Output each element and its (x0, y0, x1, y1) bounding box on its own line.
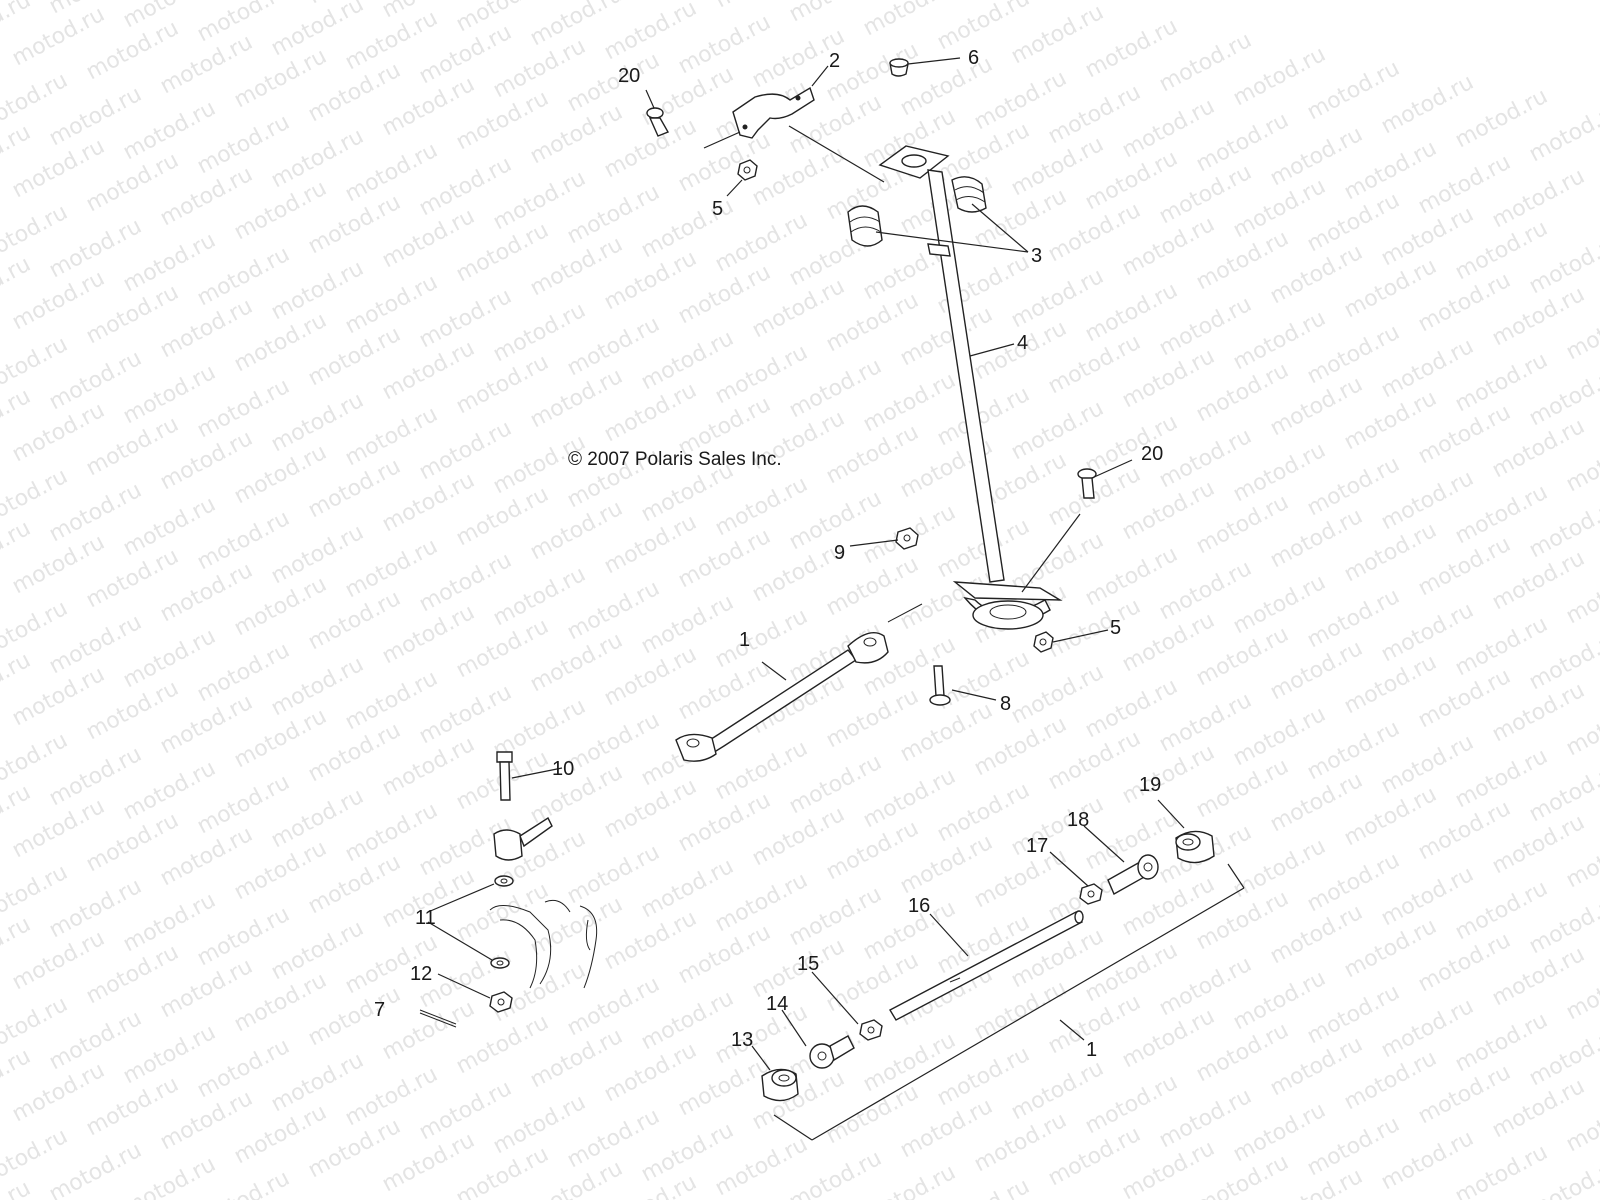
callout-8: 8 (1000, 693, 1011, 715)
callout-13: 13 (731, 1029, 753, 1051)
nut-part-5-right (1033, 631, 1054, 653)
bolt-part-20-right (1077, 468, 1097, 499)
clamp-part-2 (732, 86, 815, 139)
callout-19: 19 (1139, 774, 1161, 796)
stud-part-14 (809, 1035, 855, 1069)
callout-5-right: 5 (1110, 617, 1121, 639)
nut-part-12 (489, 991, 513, 1013)
bushing-part-3-right (951, 176, 987, 213)
callout-5-top: 5 (712, 198, 723, 220)
callout-20-top: 20 (618, 65, 640, 87)
steering-column-part-4 (878, 145, 1063, 630)
bolt-part-8 (929, 665, 951, 706)
callout-7: 7 (374, 999, 385, 1021)
callout-3: 3 (1031, 245, 1042, 267)
callout-4: 4 (1017, 332, 1028, 354)
callout-1-bottom: 1 (1086, 1039, 1097, 1061)
callout-6: 6 (968, 47, 979, 69)
tie-rod-assembly-part-1 (675, 603, 923, 762)
cap-part-6 (889, 58, 909, 77)
rod-part-16 (889, 910, 1084, 1021)
bolt-part-10 (496, 751, 513, 801)
stud-part-18 (1107, 854, 1159, 895)
callout-15: 15 (797, 953, 819, 975)
cotter-pin-part-7 (419, 1009, 457, 1028)
nut-part-17 (1079, 883, 1103, 905)
callout-14: 14 (766, 993, 788, 1015)
callout-labels: 20 2 6 5 3 4 20 9 1 5 8 10 19 18 17 16 1… (374, 47, 1163, 1061)
ball-joint-part-13 (761, 1068, 799, 1102)
callout-18: 18 (1067, 809, 1089, 831)
leader-lines (427, 57, 1245, 1141)
callout-16: 16 (908, 895, 930, 917)
callout-9: 9 (834, 542, 845, 564)
ball-joint-part-19 (1175, 830, 1215, 864)
callout-17: 17 (1026, 835, 1048, 857)
callout-10: 10 (552, 758, 574, 780)
callout-11: 11 (415, 907, 436, 929)
nut-part-5-top (737, 159, 758, 181)
nut-part-15 (859, 1019, 883, 1041)
washer-part-11-upper (494, 875, 514, 887)
callout-2: 2 (829, 50, 840, 72)
copyright-notice: © 2007 Polaris Sales Inc. (568, 449, 782, 470)
nut-part-9 (895, 527, 919, 550)
bushing-part-3-left (847, 205, 883, 247)
callout-20-right: 20 (1141, 443, 1163, 465)
rod-end-lower-left (493, 816, 553, 861)
frame-bracket (489, 899, 598, 989)
callout-12: 12 (410, 963, 432, 985)
callout-1-middle: 1 (739, 629, 750, 651)
washer-part-11-lower (490, 957, 510, 969)
bolt-part-20-top (646, 107, 670, 137)
